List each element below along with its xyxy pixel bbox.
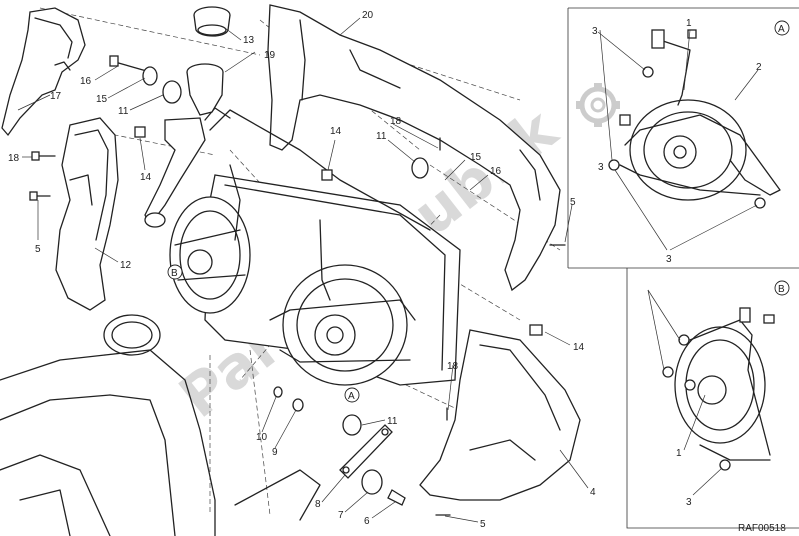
- detail-b-fan: [662, 307, 775, 471]
- label-19: 19: [264, 50, 276, 61]
- label-18: 18: [390, 116, 402, 127]
- label-1: 1: [676, 448, 682, 459]
- svg-text:B: B: [171, 268, 178, 279]
- washer-9: [292, 398, 304, 412]
- label-5: 5: [480, 519, 486, 530]
- right-lower-shroud: [419, 329, 581, 501]
- label-18: 18: [8, 153, 20, 164]
- spacer-6: [387, 489, 406, 506]
- detail-marker-a-box: A: [774, 20, 790, 36]
- label-15: 15: [96, 94, 108, 105]
- detail-marker-b-box: B: [774, 280, 790, 296]
- label-16: 16: [490, 166, 502, 177]
- watermark-gear-icon: [576, 83, 620, 127]
- detail-box-a: [567, 7, 799, 529]
- label-11: 11: [376, 131, 387, 142]
- label-3: 3: [666, 254, 672, 265]
- bolt-10: [273, 386, 283, 398]
- detail-marker-b-main: B: [167, 264, 183, 280]
- bushing-15: [142, 66, 158, 86]
- label-13: 13: [243, 35, 255, 46]
- svg-text:A: A: [778, 24, 785, 35]
- label-5: 5: [35, 244, 41, 255]
- label-1: 1: [686, 18, 692, 29]
- bracket-8: [339, 424, 393, 479]
- grommet-11: [162, 80, 429, 436]
- label-12: 12: [120, 260, 132, 271]
- label-3: 3: [598, 162, 604, 173]
- label-16: 16: [80, 76, 92, 87]
- left-lower-shroud: [55, 117, 119, 311]
- left-upper-shroud: [1, 7, 86, 137]
- label-9: 9: [272, 447, 278, 458]
- radiator-upper-shroud: [267, 4, 561, 292]
- svg-text:A: A: [348, 391, 355, 402]
- label-15: 15: [470, 152, 482, 163]
- clip-14: [134, 126, 543, 336]
- label-14: 14: [330, 126, 342, 137]
- label-14: 14: [573, 342, 585, 353]
- screw-18: [31, 137, 448, 421]
- label-5: 5: [570, 197, 576, 208]
- screw-5: [29, 191, 566, 516]
- label-3: 3: [592, 26, 598, 37]
- label-14: 14: [140, 172, 152, 183]
- radiator-cap: [193, 6, 231, 37]
- frame-section: [0, 314, 321, 536]
- part-number-labels: 20 13 19 17 16 15 11 14 18 5 12 14 18 11…: [8, 10, 762, 530]
- label-10: 10: [256, 432, 268, 443]
- reference-code: RAF00518: [738, 523, 786, 534]
- label-4: 4: [590, 487, 596, 498]
- filler-neck: [144, 63, 224, 228]
- label-6: 6: [364, 516, 370, 527]
- label-11: 11: [118, 106, 129, 117]
- fan-assembly-b: [169, 164, 251, 314]
- label-11: 11: [387, 416, 398, 427]
- label-7: 7: [338, 510, 344, 521]
- svg-text:B: B: [778, 284, 785, 295]
- label-17: 17: [50, 91, 62, 102]
- detail-a-fan: [608, 29, 781, 209]
- detail-marker-a-main: A: [344, 387, 360, 403]
- leader-lines: [17, 17, 759, 523]
- fan-assembly-a: [269, 219, 416, 386]
- bolt-16: [109, 55, 151, 73]
- label-8: 8: [315, 499, 321, 510]
- label-2: 2: [756, 62, 762, 73]
- gear-7: [361, 469, 383, 495]
- label-3: 3: [686, 497, 692, 508]
- label-18: 18: [447, 361, 459, 372]
- label-20: 20: [362, 10, 374, 21]
